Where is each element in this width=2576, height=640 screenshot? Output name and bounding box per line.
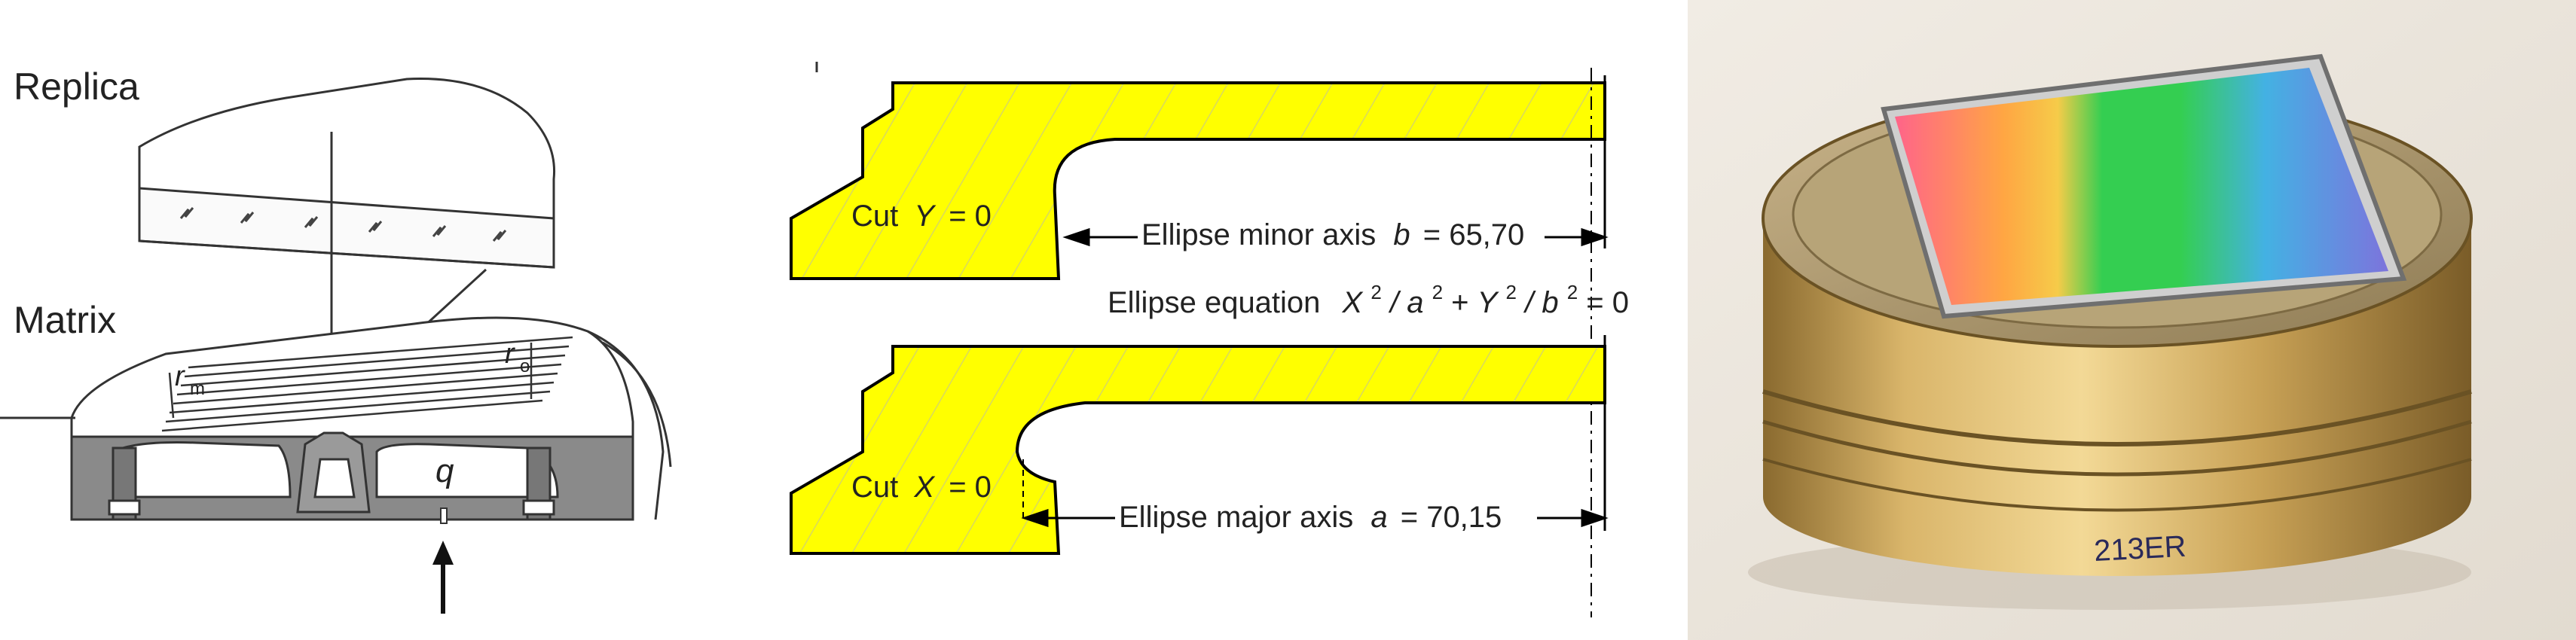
replica-hatch-marks xyxy=(179,207,507,242)
major-axis-label: Ellipse major axis a = 70,15 xyxy=(1119,501,1502,534)
minor-axis-label: Ellipse minor axis b = 65,70 xyxy=(1141,218,1524,251)
q-label: q xyxy=(435,453,454,489)
matrix-cross-section xyxy=(70,431,634,524)
rm-subscript: m xyxy=(190,379,205,399)
grating-photo: 213ER xyxy=(1688,0,2576,640)
replica-matrix-diagram: Replica Matrix r m r o xyxy=(0,0,753,640)
replica-block xyxy=(138,78,556,269)
rm-label: r xyxy=(175,361,185,392)
replica-label: Replica xyxy=(14,66,139,108)
cut-section-svg: Cut Y = 0 Ellipse minor axis b = 65,70 E… xyxy=(790,62,1629,617)
up-arrow-icon xyxy=(432,541,454,614)
diffraction-grating-surface xyxy=(1881,53,2407,319)
bottom-cut-label: Cut X = 0 xyxy=(851,471,992,504)
ro-label: r xyxy=(505,338,515,370)
ro-subscript: o xyxy=(520,356,530,376)
bottom-cut-shape xyxy=(790,345,1606,555)
top-cut-label: Cut Y = 0 xyxy=(851,200,992,233)
minor-axis-label-bg xyxy=(1138,211,1545,256)
matrix-label: Matrix xyxy=(14,299,116,341)
cut-section-diagram: Cut Y = 0 Ellipse minor axis b = 65,70 E… xyxy=(753,0,1688,640)
engraving-text: 213ER xyxy=(2093,530,2186,568)
top-cut-shape xyxy=(790,81,1606,280)
ellipse-equation: Ellipse equation X 2 / a 2 + Y 2 / b 2 =… xyxy=(1108,273,1629,319)
grating-photo-svg: 213ER xyxy=(1688,0,2576,640)
grating-ruled-area xyxy=(161,336,573,432)
major-axis-label-bg xyxy=(1115,493,1537,538)
rm-indicator xyxy=(168,372,175,419)
replica-matrix-svg: Replica Matrix r m r o xyxy=(0,66,672,614)
